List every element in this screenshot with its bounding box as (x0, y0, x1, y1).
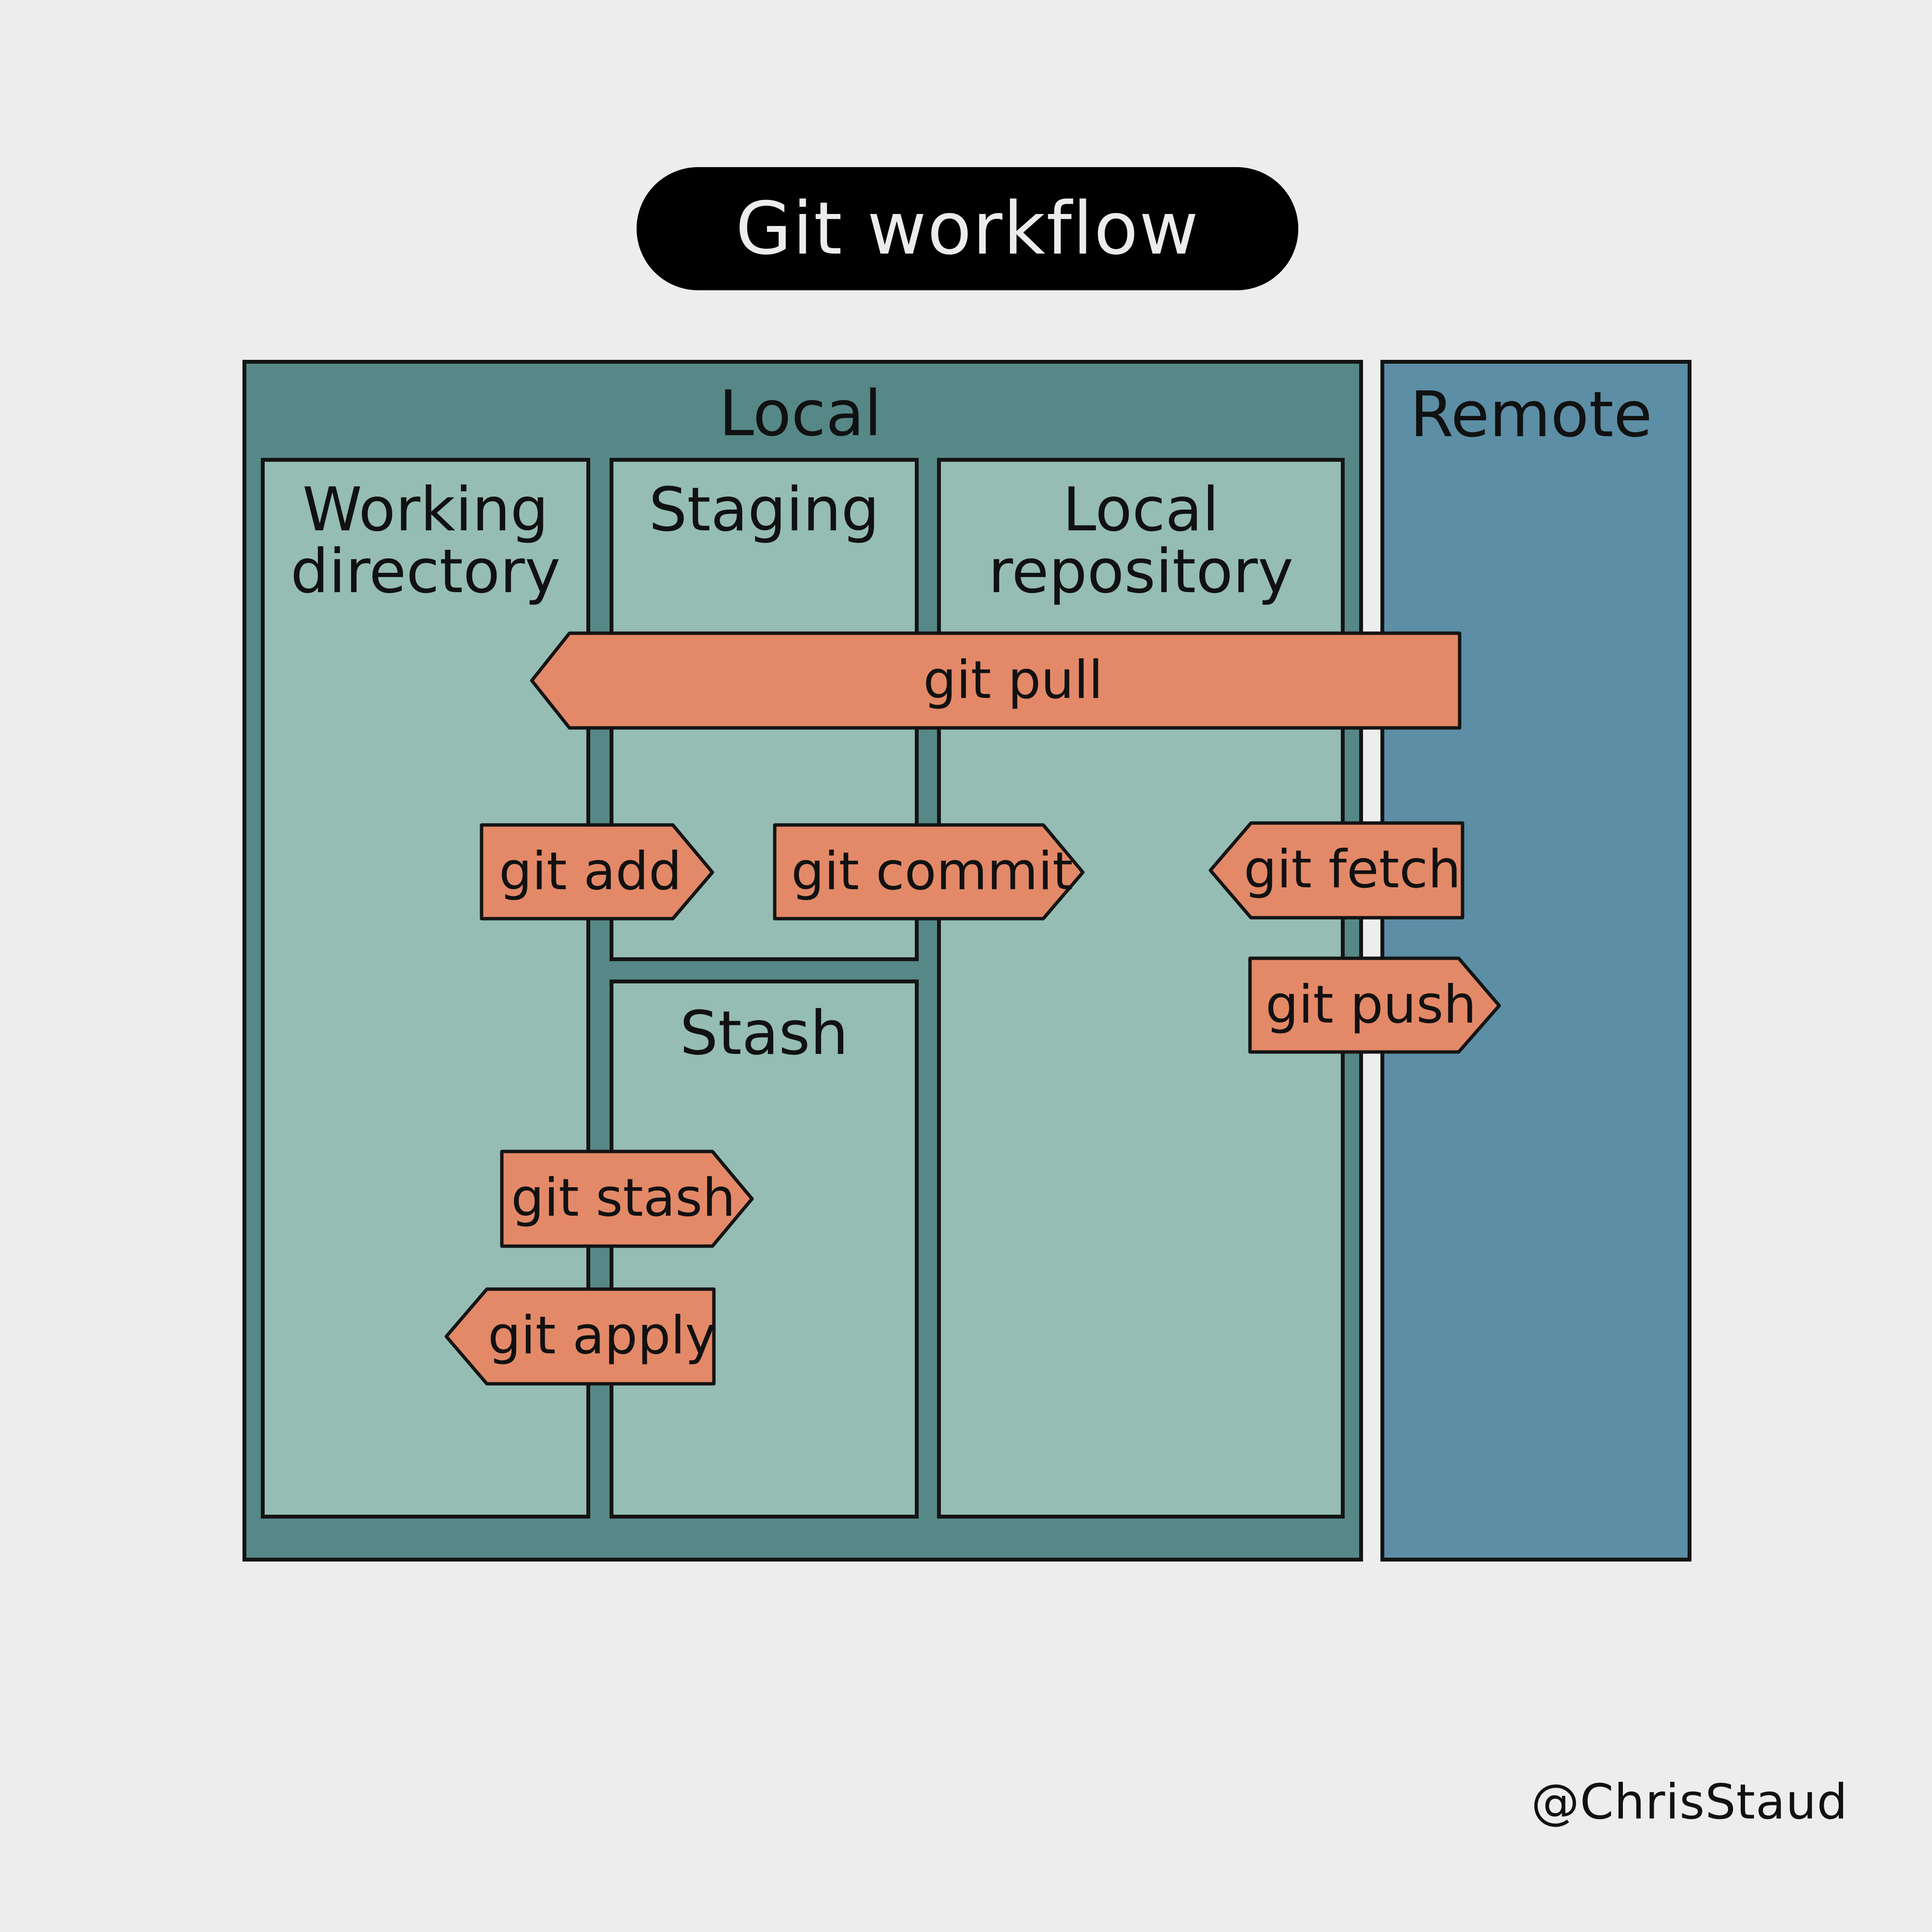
git-pull-label: git pull (923, 650, 1103, 710)
git-push-arrow (1248, 956, 1501, 1054)
git-stash-arrow (500, 1150, 754, 1248)
staging-label: Staging (649, 475, 880, 545)
remote-label: Remote (1410, 378, 1652, 451)
git-apply-arrow (444, 1287, 716, 1386)
git-fetch-label: git fetch (1244, 839, 1461, 900)
diagram-title: Git workflow (735, 186, 1200, 271)
git-add-arrow (480, 823, 714, 921)
git-commit-label: git commit (791, 841, 1073, 902)
git-stash-label: git stash (511, 1168, 736, 1228)
remote-panel: Remote (1380, 360, 1691, 1562)
title-pill: Git workflow (637, 167, 1298, 290)
working-directory-label: Working directory (290, 475, 561, 607)
git-fetch-arrow (1208, 821, 1464, 920)
git-apply-label: git apply (488, 1306, 716, 1366)
git-commit-arrow (773, 823, 1085, 921)
git-add-label: git add (499, 841, 682, 902)
stash-area: Stash (610, 980, 919, 1519)
local-repository-label: Local repository (988, 475, 1294, 607)
local-label: Local (719, 377, 882, 450)
git-push-label: git push (1265, 975, 1477, 1035)
stash-label: Stash (680, 998, 849, 1068)
git-pull-arrow (530, 631, 1462, 730)
author-credit: @ChrisStaud (1531, 1774, 1848, 1830)
